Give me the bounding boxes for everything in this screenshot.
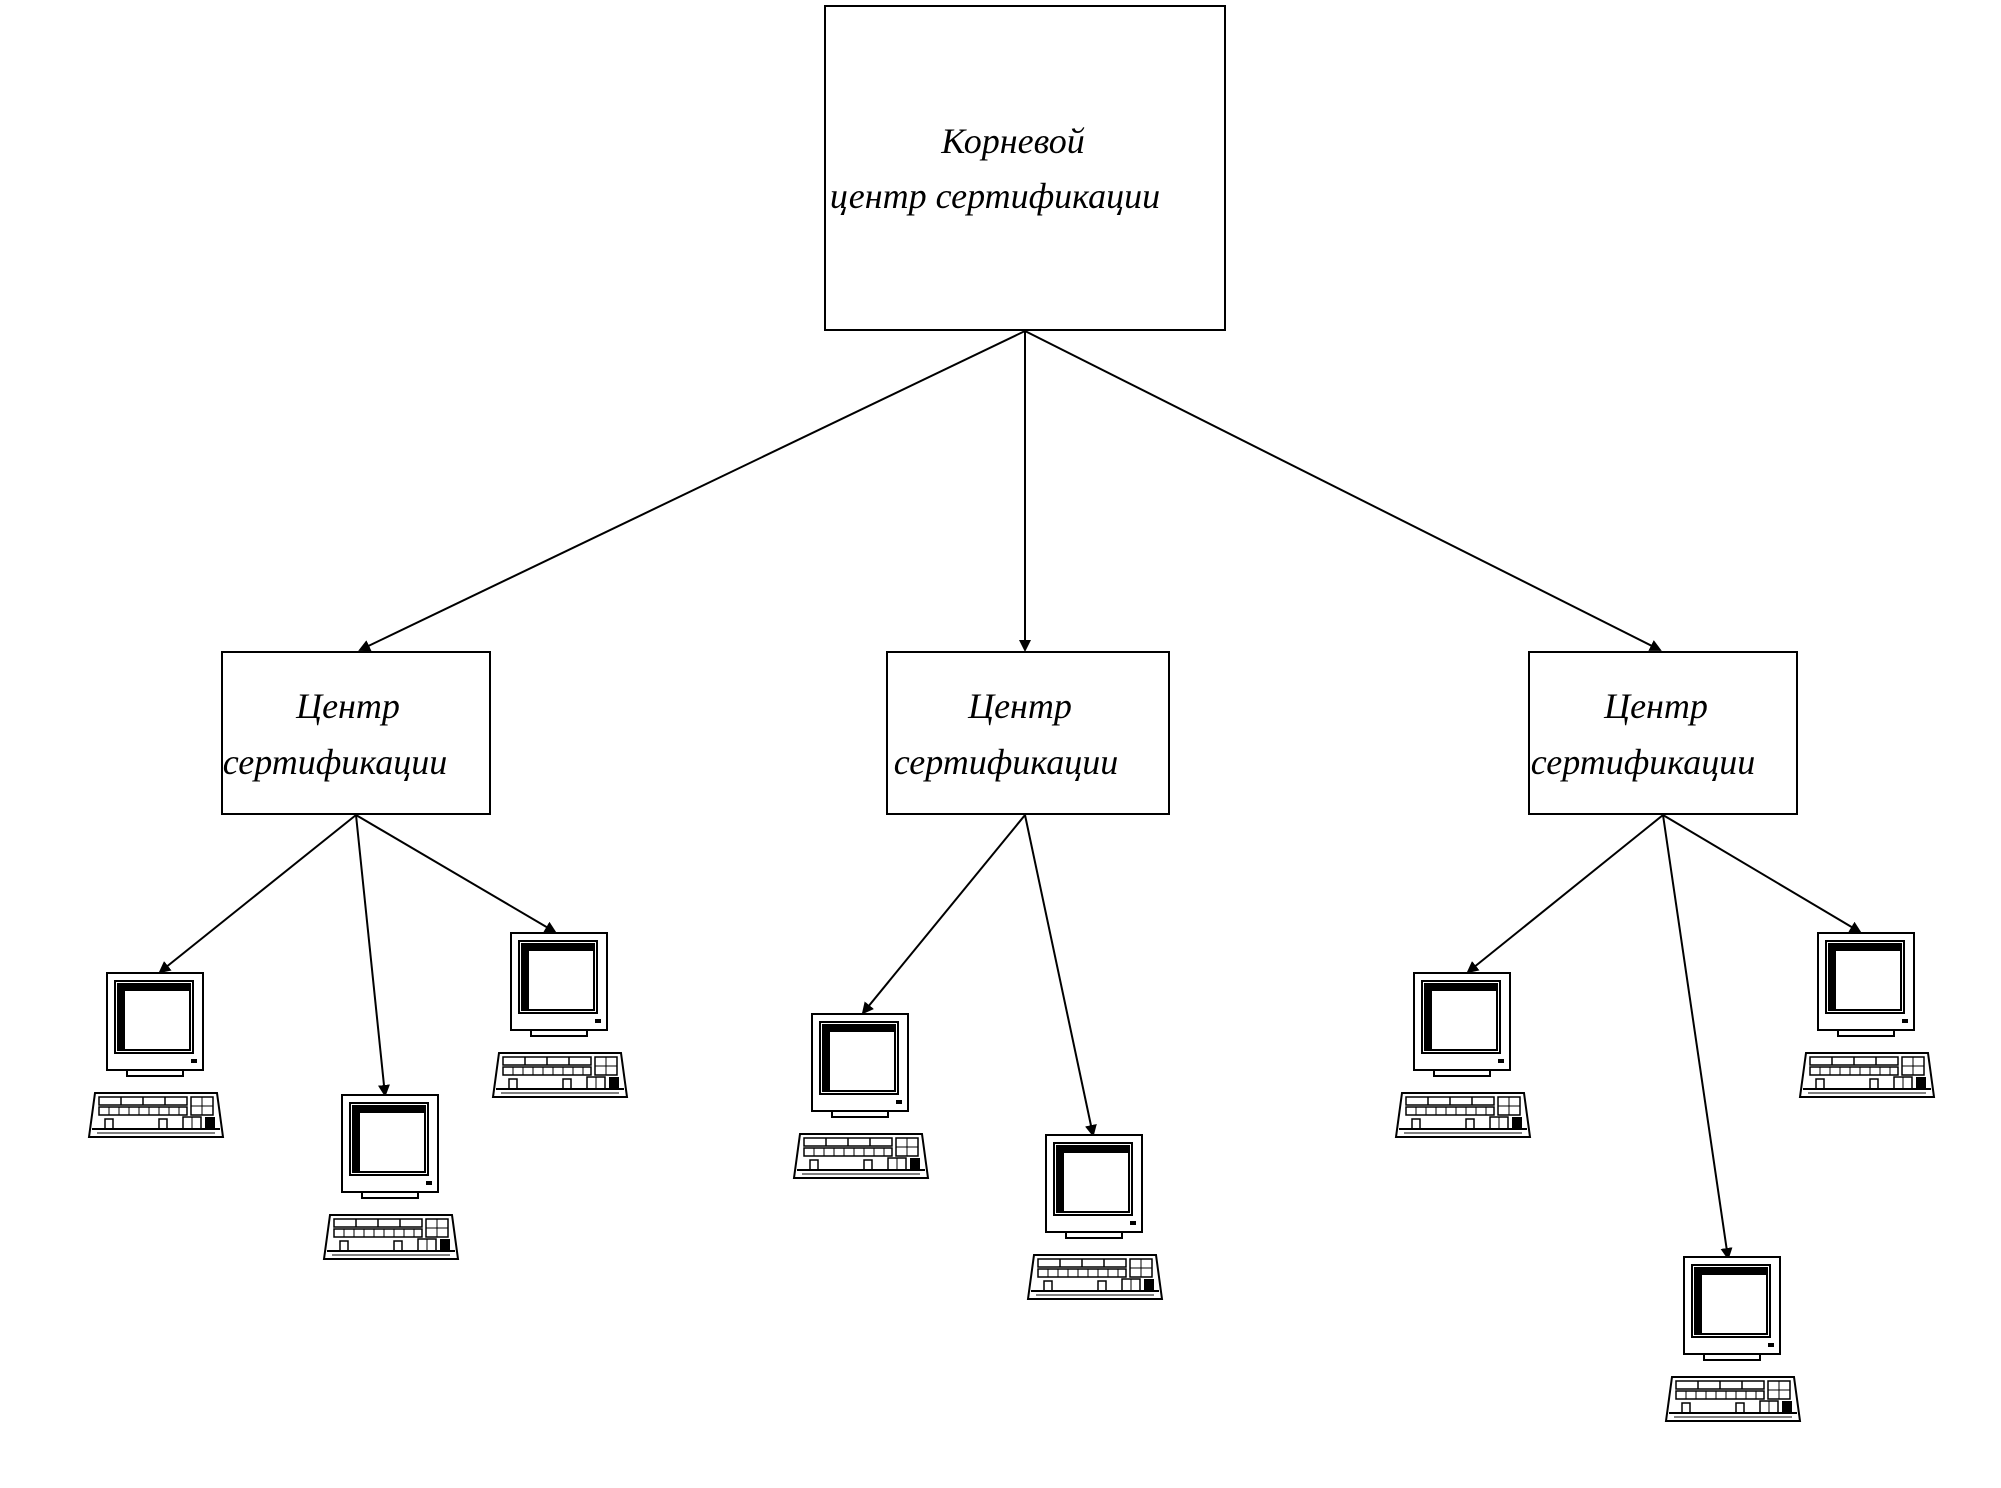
edge-center-3-client-1 [1466,814,1664,974]
edge-center-1-client-1 [158,814,357,974]
ca-node-2: Центр сертификации [886,651,1170,815]
ca-node-3-label-line1: Центр [1603,686,1708,726]
edge-root-center-1 [358,330,1026,652]
computer-icon [1799,932,1935,1098]
edge-center-1-client-3 [355,814,557,934]
root-ca-label-line2: центр сертификации [830,176,1160,216]
edge-center-3-client-2 [1662,814,1733,1260]
computer-icon [492,932,628,1098]
computer-icon [1665,1256,1801,1422]
computer-icon [1027,1134,1163,1300]
ca-node-3-label-line2: сертификации [1531,742,1756,782]
edge-center-3-client-3 [1662,814,1862,934]
ca-node-1: Центр сертификации [221,651,491,815]
computer-icon [1395,972,1531,1138]
computer-icon [793,1013,929,1179]
computer-icon [88,972,224,1138]
computer-icon [323,1094,459,1260]
edge-center-1-client-2 [355,814,390,1097]
root-ca-node: Корневой центр сертификации [824,5,1226,331]
ca-node-3: Центр сертификации [1528,651,1798,815]
edge-center-2-client-2 [1024,814,1097,1137]
ca-node-2-label-line1: Центр [967,686,1072,726]
ca-node-1-label-line2: сертификации [223,742,448,782]
edge-root-center-3 [1024,330,1662,651]
edge-center-2-client-1 [861,814,1026,1015]
ca-node-2-label-line2: сертификации [894,742,1119,782]
root-ca-label-line1: Корневой [940,121,1085,161]
ca-node-1-label-line1: Центр [295,686,400,726]
